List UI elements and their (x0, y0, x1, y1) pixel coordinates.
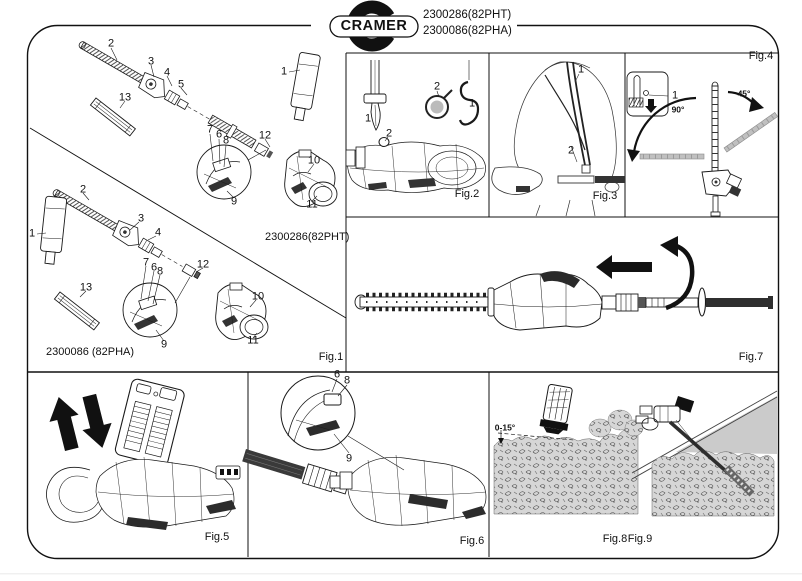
fig8-drawing (493, 383, 644, 515)
rotate-arrow-icon (665, 242, 695, 311)
fig9-drawing (631, 390, 778, 517)
fig4-drawing (626, 71, 779, 217)
fig5-drawing (46, 378, 241, 530)
fig2-drawing (345, 60, 486, 193)
fig6-drawing (242, 375, 487, 527)
push-arrow-icon (596, 255, 652, 279)
fig1-drawing (29, 33, 347, 342)
brand-logo (329, 0, 419, 52)
insert-remove-arrows-icon (49, 393, 112, 452)
fig7-drawing (354, 236, 773, 331)
fig1-leader-lines (36, 47, 318, 342)
fig3-drawing (491, 61, 625, 217)
panel-dividers (28, 52, 778, 557)
